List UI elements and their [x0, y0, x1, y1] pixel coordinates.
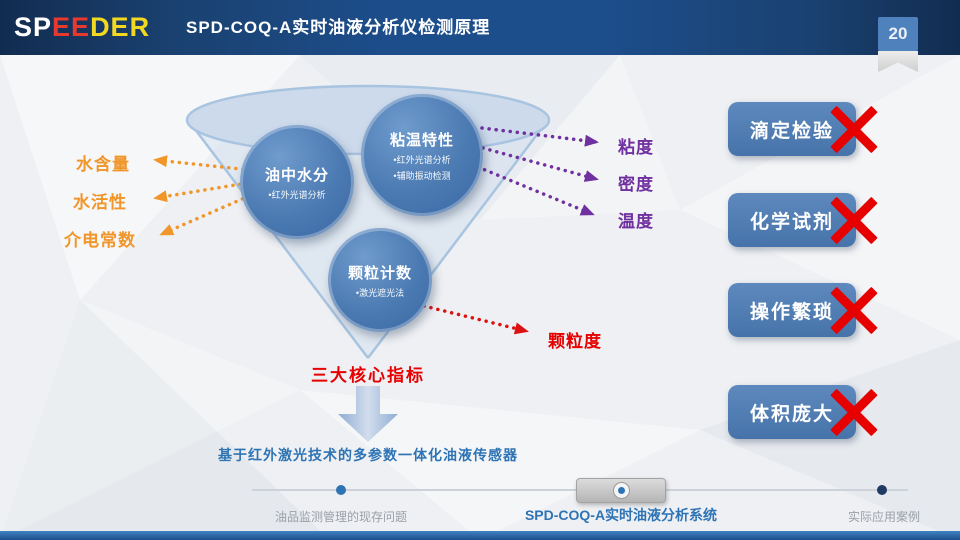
x-mark-icon: [824, 382, 884, 442]
circle-bullet: •红外光谱分析: [268, 189, 326, 200]
page-ribbon: [878, 51, 918, 72]
nav-item-problems[interactable]: 油品监测管理的现存问题: [274, 510, 407, 524]
x-mark-icon: [824, 280, 884, 340]
indicator-circle-particle: 颗粒计数 •激光遮光法: [328, 228, 432, 332]
nav-slider-handle[interactable]: [576, 478, 666, 503]
label-water-activity: 水活性: [73, 193, 127, 212]
nav-dot-next: [877, 485, 887, 495]
label-dielectric-constant: 介电常数: [64, 231, 136, 250]
logo-part-white: SP: [14, 12, 53, 42]
brand-logo: SPEEDER: [14, 12, 150, 43]
core-indicators-label: 三大核心指标: [311, 366, 425, 385]
x-mark-icon: [824, 99, 884, 159]
label-density: 密度: [618, 175, 654, 194]
logo-part-yellow: DER: [90, 12, 151, 42]
circle-bullet: •红外光谱分析: [393, 154, 451, 165]
x-mark-icon: [824, 190, 884, 250]
bottom-accent-bar: [0, 531, 960, 540]
circle-title: 颗粒计数: [347, 264, 412, 282]
nav-item-cases[interactable]: 实际应用案例: [847, 510, 920, 524]
sensor-caption: 基于红外激光技术的多参数一体化油液传感器: [218, 447, 518, 463]
label-temperature: 温度: [618, 212, 654, 231]
label-water-content: 水含量: [76, 155, 130, 174]
slide-title: SPD-COQ-A实时油液分析仪检测原理: [186, 18, 491, 37]
circle-bullet: •激光遮光法: [355, 287, 405, 298]
nav-item-current-system[interactable]: SPD-COQ-A实时油液分析系统: [524, 507, 718, 523]
nav-slider-ring: [612, 482, 630, 499]
label-viscosity: 粘度: [618, 138, 654, 157]
logo-part-red: EE: [52, 12, 91, 42]
circle-bullet: •辅助振动检测: [393, 170, 451, 181]
page-number: 20: [878, 17, 918, 51]
circle-title: 油中水分: [264, 166, 329, 184]
nav-slider-dot: [617, 487, 625, 494]
indicator-circle-viscosity: 粘温特性 •红外光谱分析 •辅助振动检测: [361, 94, 483, 216]
label-particle-size: 颗粒度: [548, 332, 602, 351]
header-bar: SPEEDER SPD-COQ-A实时油液分析仪检测原理: [0, 0, 960, 55]
circle-title: 粘温特性: [389, 131, 454, 149]
indicator-circle-water: 油中水分 •红外光谱分析: [240, 125, 354, 239]
nav-dot-previous: [336, 485, 346, 495]
